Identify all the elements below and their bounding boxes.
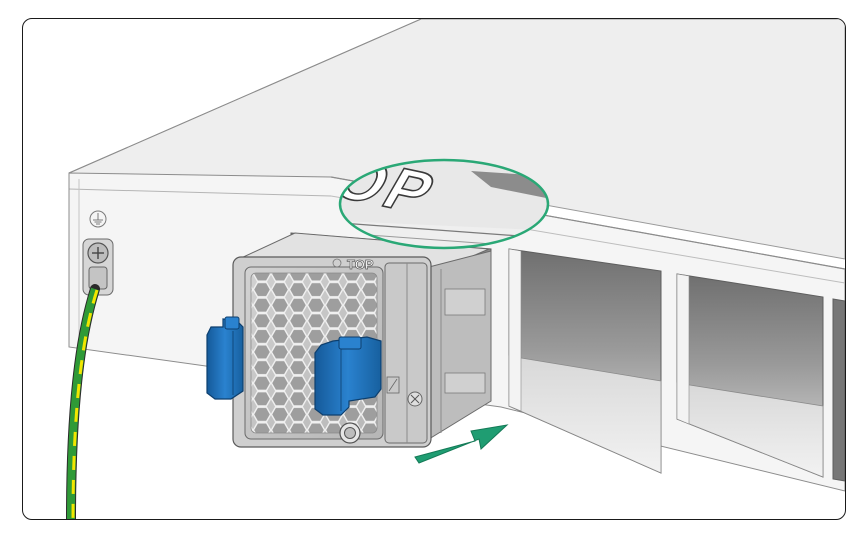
grounding-screw-icon bbox=[82, 238, 114, 296]
module-handle-right[interactable] bbox=[314, 336, 382, 416]
empty-slot-2 bbox=[508, 248, 662, 474]
empty-slot-4 bbox=[832, 298, 845, 482]
installation-illustration: TOP TOP bbox=[66, 19, 845, 519]
empty-slot-3 bbox=[676, 273, 824, 478]
module-right-side bbox=[428, 250, 492, 440]
grounding-cable bbox=[66, 284, 100, 519]
module-handle-left[interactable] bbox=[206, 316, 244, 400]
captive-screw-icon bbox=[339, 391, 423, 444]
diagram-frame: TOP TOP bbox=[22, 18, 846, 520]
module-top-label: TOP bbox=[347, 257, 374, 272]
ground-symbol-icon bbox=[89, 210, 107, 228]
insert-direction-arrow-icon bbox=[414, 424, 509, 464]
